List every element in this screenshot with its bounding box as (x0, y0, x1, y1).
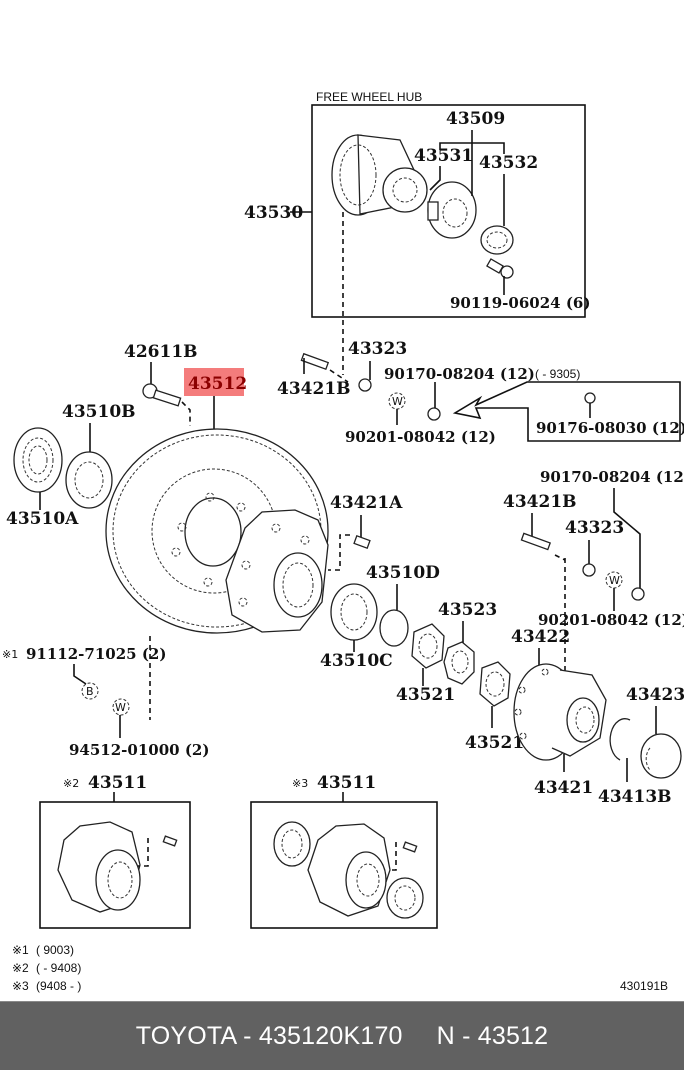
locknut-43521-a-part (411, 623, 445, 669)
svg-text:※2: ※2 (63, 777, 79, 790)
part-label-90119-06024[interactable]: 90119-06024 (6) (450, 294, 590, 312)
seal-43510A-part (13, 427, 63, 493)
notes: ※1 ( 9003) ※2 ( - 9408) ※3 (9408 - ) (12, 943, 81, 993)
seal-43510D-part (379, 609, 409, 647)
svg-text:B: B (86, 685, 94, 698)
part-label-43509[interactable]: 43509 (446, 109, 505, 129)
svg-text:※1: ※1 (12, 943, 29, 957)
variant-2-box (39, 801, 191, 929)
svg-text:(9408 - ): (9408 - ) (36, 979, 81, 993)
locknut-43521-b-part (479, 661, 511, 707)
highlight-43512 (184, 368, 244, 396)
part-label-43421A[interactable]: 43421A (330, 493, 403, 513)
part-label-91112-71025[interactable]: 91112-71025 (2) (26, 645, 166, 663)
cone-43323-top-part (358, 378, 372, 392)
part-label-43413B[interactable]: 43413B (598, 787, 672, 807)
svg-text:※1: ※1 (2, 648, 18, 661)
part-label-43422[interactable]: 43422 (511, 627, 570, 647)
bolt-marker-b (81, 682, 99, 700)
part-label-43423[interactable]: 43423 (626, 685, 684, 705)
washer-marker-w-left (112, 698, 130, 716)
part-label-90201-08042-top[interactable]: 90201-08042 (12) (345, 428, 496, 446)
hub-43511-variant-2-part (57, 821, 178, 913)
nut-90176-part (584, 392, 596, 404)
part-label-90170-08204-top[interactable]: 90170-08204 (12) (384, 365, 535, 383)
part-label-90176-08030[interactable]: 90176-08030 (12) (536, 419, 684, 437)
svg-text:※3: ※3 (292, 777, 308, 790)
part-label-43512[interactable]: 43512 (188, 374, 247, 394)
svg-text:※2: ※2 (12, 961, 29, 975)
part-label-43510D[interactable]: 43510D (366, 563, 440, 583)
variant-3-box (250, 801, 438, 929)
part-label-43510B[interactable]: 43510B (62, 402, 136, 422)
part-label-43510A[interactable]: 43510A (6, 509, 79, 529)
svg-text:W: W (115, 701, 126, 714)
reference-number: N - 43512 (436, 1021, 549, 1050)
cap-43423-part (640, 733, 682, 779)
clutch-part (427, 181, 477, 239)
part-label-94512-01000[interactable]: 94512-01000 (2) (69, 741, 209, 759)
part-label-43521-a[interactable]: 43521 (396, 685, 455, 705)
part-label-43523[interactable]: 43523 (438, 600, 497, 620)
part-label-43511-variant-2[interactable]: 43511 (88, 773, 147, 793)
brand-part-number: TOYOTA - 435120K170 (135, 1021, 403, 1050)
flange-43421-part (513, 663, 607, 761)
bearing-43510B-part (65, 451, 113, 509)
part-label-43521-b[interactable]: 43521 (465, 733, 524, 753)
bearing-43510C-part (330, 583, 378, 641)
cone-43323-right-part (582, 563, 596, 577)
hub-43511-variant-3-part (273, 821, 424, 919)
stud-43421A-part (353, 535, 371, 549)
part-label-43323-right[interactable]: 43323 (565, 518, 624, 538)
part-label-43531[interactable]: 43531 (414, 146, 473, 166)
stud-43421B-right-part (520, 532, 552, 551)
nut-90170-top-part (427, 407, 441, 421)
lock-washer-43523-part (443, 641, 475, 685)
part-label-43421B-right[interactable]: 43421B (503, 492, 577, 512)
part-label-43421[interactable]: 43421 (534, 778, 593, 798)
part-label-43530[interactable]: 43530 (244, 203, 303, 223)
part-label-43510C[interactable]: 43510C (320, 651, 393, 671)
seal-43532-part (480, 225, 514, 255)
part-label-43532[interactable]: 43532 (479, 153, 538, 173)
hub-bolt-42611B-part (142, 383, 182, 407)
nut-90170-right-part (631, 587, 645, 601)
stud-43421B-top-part (300, 352, 330, 371)
svg-text:W: W (609, 574, 620, 587)
free-wheel-hub-title: FREE WHEEL HUB (316, 90, 422, 104)
snap-ring-43413B-part (609, 718, 631, 761)
svg-text:( 9003): ( 9003) (36, 943, 74, 957)
alternate-nut-callout (452, 381, 681, 442)
free-wheel-hub-box (311, 104, 586, 318)
parts-diagram: FREE WHEEL HUB 43530 43509 43531 43532 9… (2, 90, 684, 993)
footer-bar: TOYOTA - 435120K170 N - 43512 (0, 1001, 684, 1070)
part-label-90170-08204-right[interactable]: 90170-08204 (12) (540, 468, 684, 486)
part-label-43511-variant-3[interactable]: 43511 (317, 773, 376, 793)
hub-part (225, 509, 329, 633)
svg-text:( - 9408): ( - 9408) (36, 961, 81, 975)
range-note-9305: ( - 9305) (535, 367, 580, 381)
part-label-43323-top[interactable]: 43323 (348, 339, 407, 359)
part-label-43421B-top[interactable]: 43421B (277, 379, 351, 399)
svg-text:W: W (392, 395, 403, 408)
diagram-code: 430191B (620, 979, 668, 993)
part-label-42611B[interactable]: 42611B (124, 342, 198, 362)
svg-text:※3: ※3 (12, 979, 29, 993)
free-wheel-body-part (331, 134, 428, 216)
bolt-90119-part (486, 258, 514, 279)
part-label-90201-08042-right[interactable]: 90201-08042 (12) (538, 611, 684, 629)
